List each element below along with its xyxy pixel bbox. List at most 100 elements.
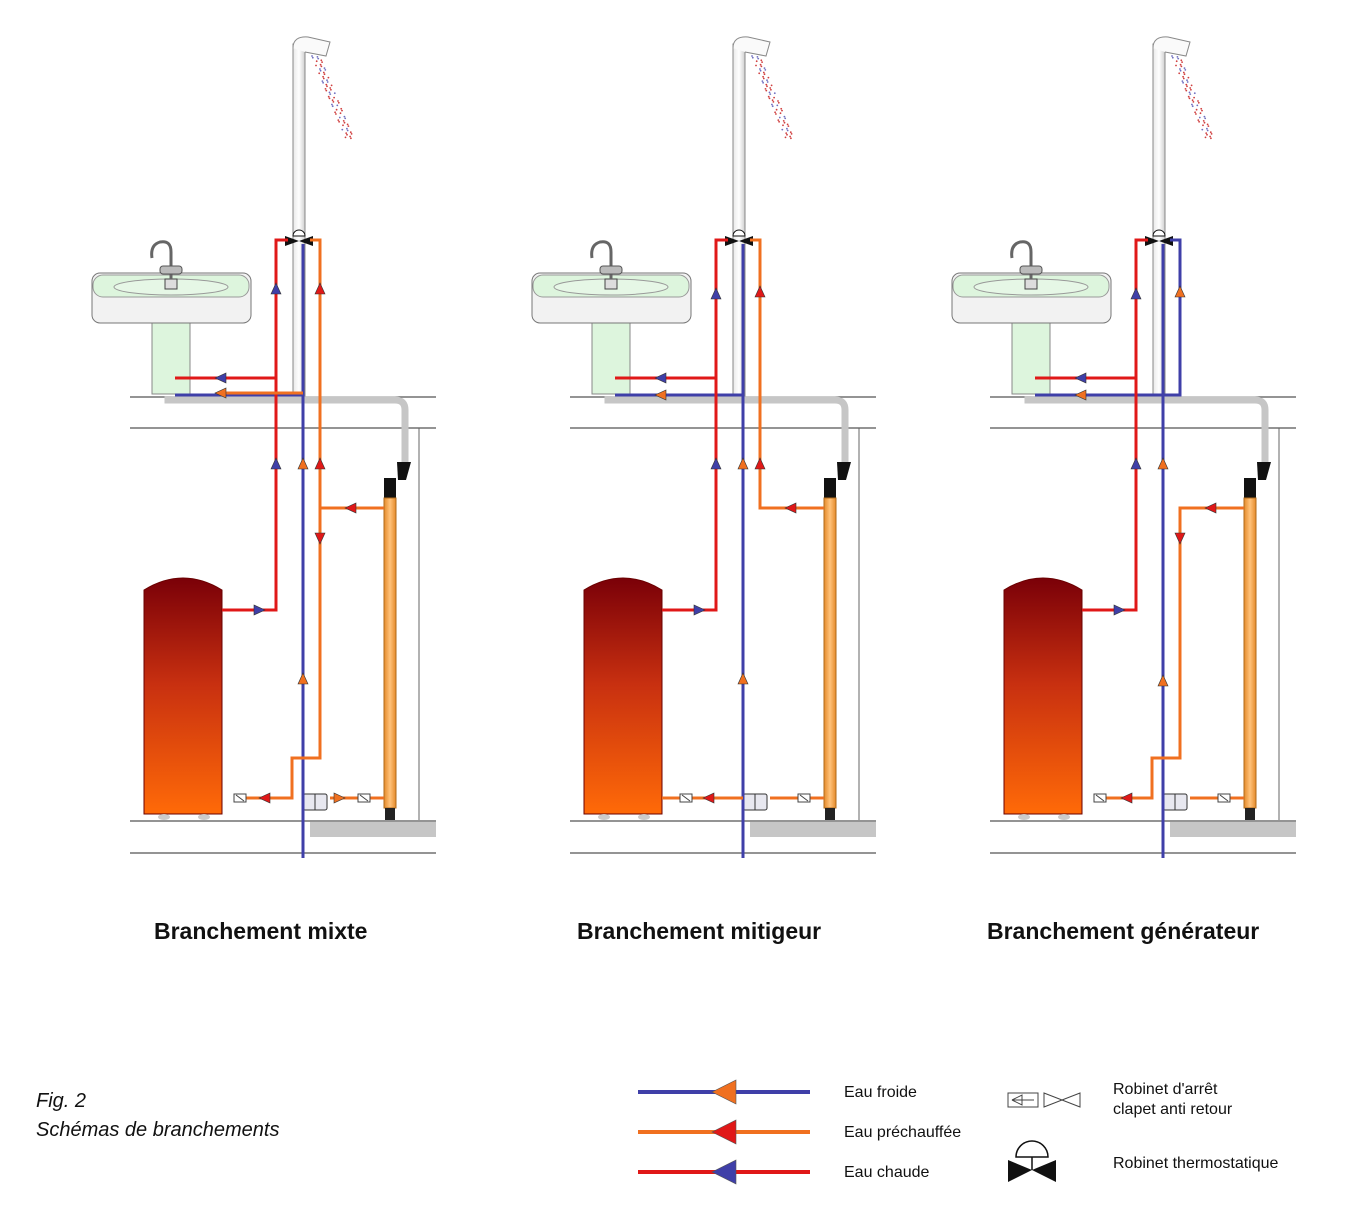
valve-mark [1219, 794, 1229, 802]
spray-drop [770, 88, 772, 91]
hot-pipe [1082, 238, 1148, 612]
spray-drop [1209, 135, 1211, 138]
drain-pipe [164, 396, 409, 465]
spray-drop [320, 59, 323, 62]
tank-foot [198, 814, 210, 820]
preheated-flow-arrow [214, 387, 227, 399]
hot-flow-arrow [314, 532, 326, 545]
preheated-flow-arrow [737, 672, 749, 685]
spray-drop [786, 129, 789, 132]
valve-mark [799, 794, 809, 802]
shower-head [1152, 36, 1191, 57]
spray-drop [1199, 112, 1202, 115]
tank-foot [1018, 814, 1030, 820]
cold-flow-arrow [693, 604, 706, 616]
spray-drop [784, 136, 787, 139]
valve-mark [681, 794, 691, 802]
tank-foot [638, 814, 650, 820]
spray-drop [342, 120, 345, 122]
shower-head [292, 36, 331, 57]
hot-flow-arrow [754, 457, 766, 470]
hot-water-tank [1003, 577, 1083, 815]
spray-drop [338, 116, 341, 119]
spray-drop [324, 69, 327, 71]
spray-drop [1184, 88, 1187, 90]
spray-drop [322, 75, 324, 78]
spray-drop [331, 105, 334, 108]
spray-drop [1202, 124, 1204, 127]
spray-drop [781, 109, 783, 112]
spray-drop [1180, 65, 1183, 68]
spray-drop [1189, 87, 1192, 89]
hot-flow-arrow [754, 285, 766, 298]
faucet-spout [150, 240, 173, 279]
spray-drop [346, 129, 349, 132]
legend-stop-valve-mark [1011, 1094, 1034, 1106]
thermostatic-valve-cap [732, 229, 746, 237]
spray-drop [319, 63, 322, 66]
spray-drop [331, 103, 333, 106]
spray-drop [1206, 123, 1209, 126]
tank-foot [1058, 814, 1070, 820]
cold-flow-arrow [1130, 287, 1142, 300]
panel-mixte [91, 36, 436, 858]
spray-drop [777, 101, 780, 104]
spray-drop [325, 83, 328, 86]
preheated-flow-arrow [654, 389, 667, 401]
spray-drop [1204, 136, 1207, 139]
spray-drop [767, 76, 770, 79]
spray-drop [1183, 73, 1186, 76]
spray-drop [1205, 132, 1208, 135]
spray-drop [761, 61, 763, 63]
spray-drop [769, 93, 772, 95]
drain-pipe [1024, 396, 1269, 465]
spray-drop [768, 97, 771, 100]
faucet-handles [159, 265, 183, 275]
spray-drop [764, 88, 767, 90]
spray-drop [1203, 115, 1206, 118]
spray-drop [327, 76, 330, 79]
spray-drop [341, 109, 343, 112]
thermostatic-valve-half [299, 236, 313, 246]
thermostatic-valve-icon [725, 236, 739, 246]
spray-drop [1193, 92, 1196, 95]
spray-drop [1191, 105, 1194, 108]
spray-drop [1171, 55, 1173, 57]
hot-flow-arrow [1204, 502, 1217, 514]
spray-drop [337, 101, 340, 104]
hot-flow-arrow [702, 792, 715, 804]
legend-cold-label: Eau froide [844, 1084, 917, 1101]
preheated-flow-arrow [297, 672, 309, 685]
spray-drop [1198, 120, 1200, 123]
cold-flow-arrow [270, 282, 282, 295]
faucet-handles [599, 265, 623, 275]
spray-drop [1191, 103, 1193, 106]
spray-drop [1186, 85, 1188, 88]
spray-drop [759, 63, 762, 66]
spray-drop [771, 99, 774, 102]
spray-drop [1185, 89, 1188, 92]
caption-generateur: Branchement générateur [987, 918, 1260, 944]
spray-drop [322, 81, 324, 84]
valve-mark [235, 794, 245, 802]
base-slab [750, 822, 876, 837]
hot-flow-arrow [344, 502, 357, 514]
spray-drop [785, 132, 788, 135]
spray-drop [1175, 60, 1178, 63]
spray-drop [332, 101, 335, 103]
spray-drop [1175, 64, 1177, 67]
hot-flow-arrow [1120, 792, 1133, 804]
spray-drop [341, 128, 344, 131]
caption-mixte: Branchement mixte [154, 918, 368, 944]
spray-drop [757, 57, 760, 60]
drain-funnel [1257, 462, 1271, 480]
spray-drop [343, 121, 346, 124]
spray-drop [789, 135, 791, 138]
spray-drop [340, 107, 343, 110]
spray-drop [345, 132, 348, 135]
spray-drop [786, 133, 788, 136]
spray-drop [349, 135, 351, 138]
spray-drop [762, 77, 765, 80]
hot-flow-arrow [784, 502, 797, 514]
basin-pedestal [1011, 321, 1051, 395]
